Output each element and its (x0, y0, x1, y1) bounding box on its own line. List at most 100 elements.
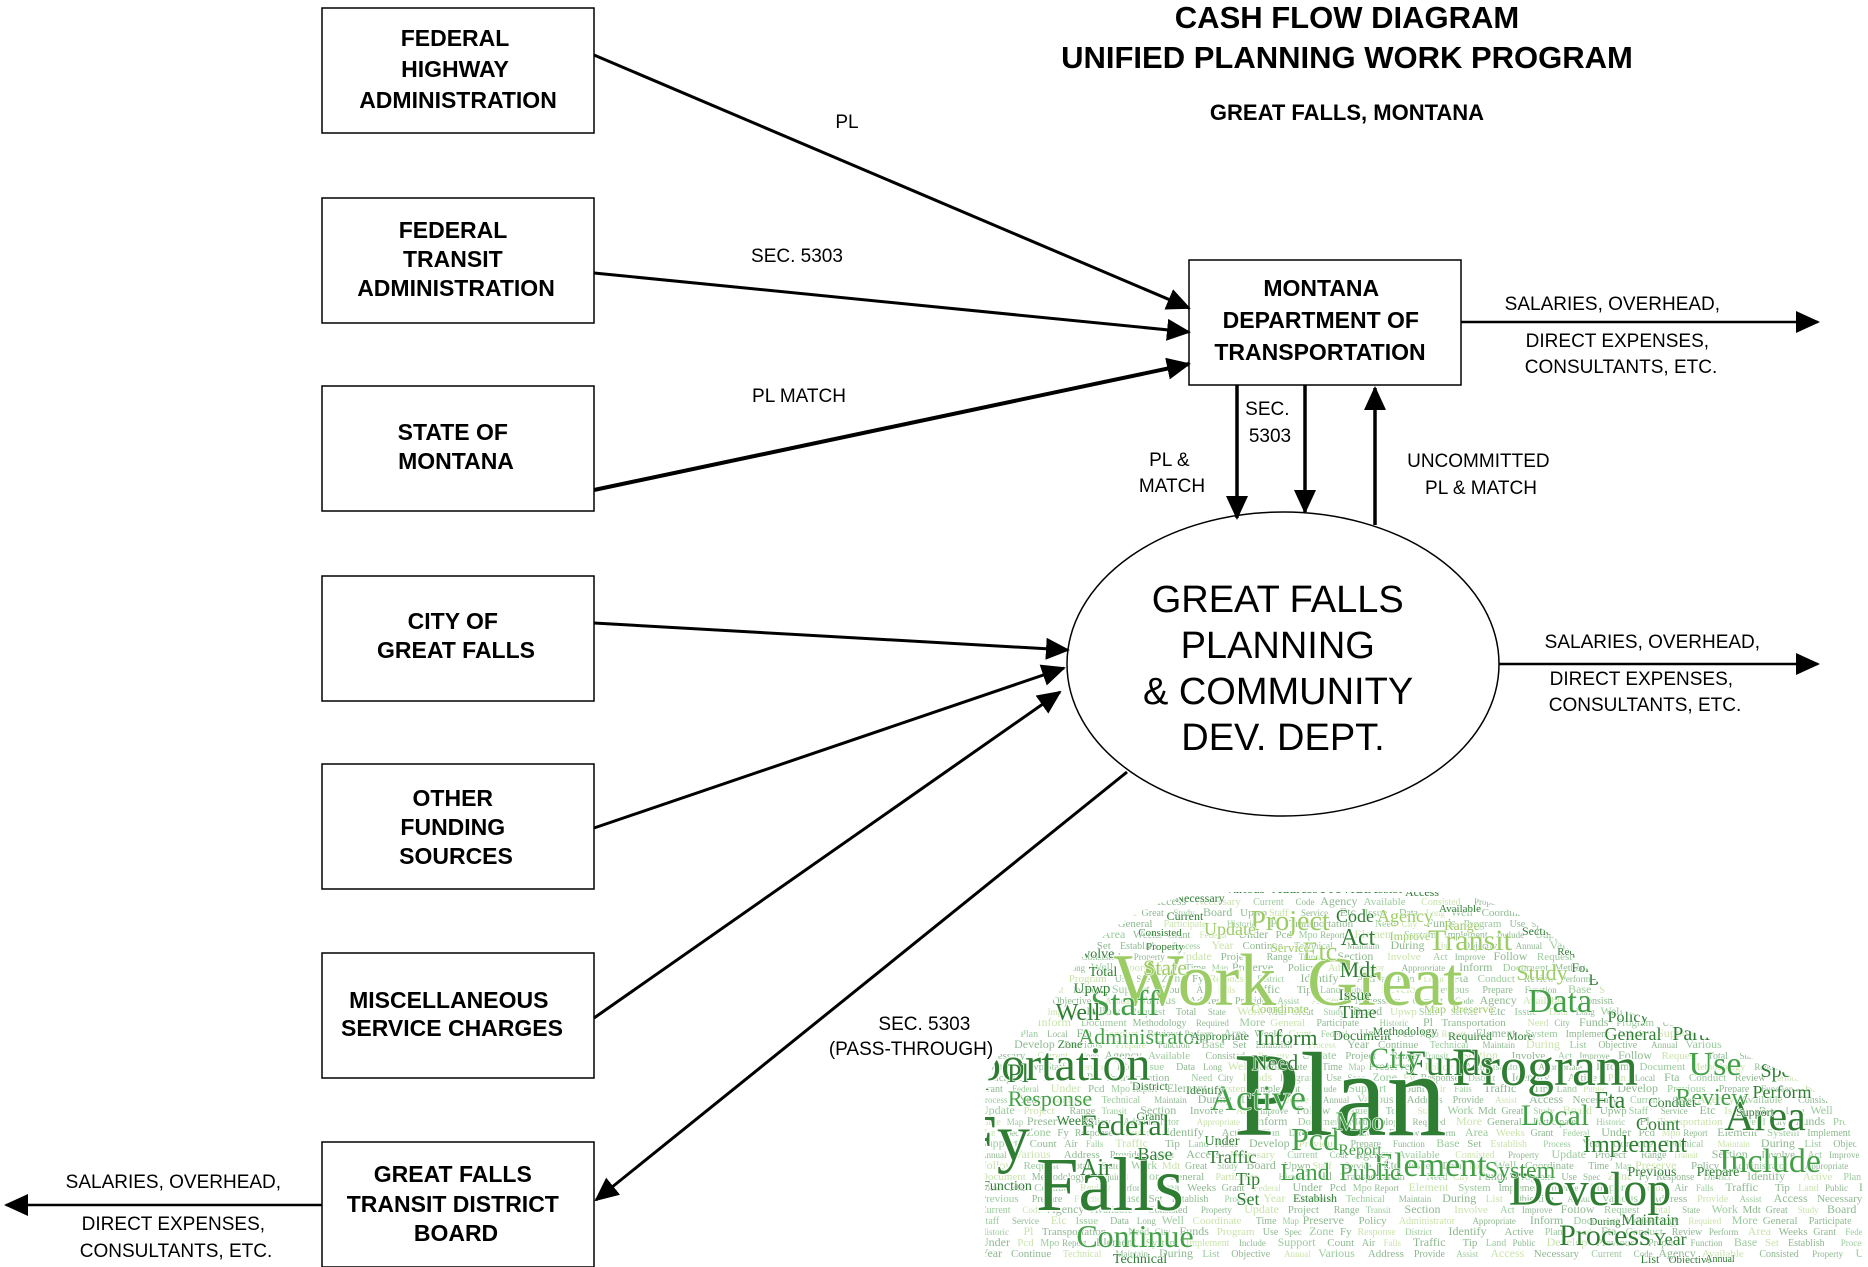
word-cloud-filler-word: Implement (1257, 1084, 1301, 1095)
word-cloud-word: Time (1339, 1002, 1376, 1022)
word-cloud-word: Methodology (1373, 1024, 1438, 1038)
word-cloud-filler-word: Function (1158, 1040, 1191, 1050)
word-cloud-filler-word: Grant (1222, 1183, 1245, 1194)
word-cloud-filler-word: Process (1675, 985, 1703, 995)
word-cloud-filler-word: Section (1712, 1147, 1748, 1161)
word-cloud-word: Prepare (1697, 1165, 1740, 1180)
word-cloud-word: Active (1210, 1078, 1306, 1118)
word-cloud-word: Participate (1672, 1023, 1758, 1045)
word-cloud-word: System (1485, 1158, 1556, 1184)
word-cloud-filler-word: Support (980, 1136, 1019, 1150)
word-cloud-word: Traffic (1208, 1147, 1257, 1167)
label-pass-through: (PASS-THROUGH) (829, 1039, 993, 1060)
box-line: BOARD (414, 1220, 498, 1246)
word-cloud-filler-word: Prepare (980, 941, 1011, 952)
word-cloud-filler-word: City (1453, 1172, 1469, 1182)
word-cloud-filler-word: Improve (1795, 897, 1826, 907)
label-uncommitted: PL & MATCH (1425, 478, 1537, 499)
word-cloud-filler-word: Project (1023, 1105, 1054, 1117)
word-cloud-filler-word: Traffic (1725, 1180, 1758, 1194)
box-line: OTHER (413, 785, 494, 811)
box-line: ADMINISTRATION (359, 87, 557, 113)
word-cloud-filler-word: Mdt (1742, 1204, 1760, 1216)
word-cloud-filler-word: Necessary (1573, 1094, 1619, 1106)
word-cloud-filler-word: Previous (1596, 1237, 1635, 1249)
word-cloud-filler-word: Pcd (1773, 973, 1790, 985)
word-cloud-filler-word: General (1487, 1116, 1522, 1128)
word-cloud-filler-word: Traffic (1671, 927, 1704, 941)
word-cloud-filler-word: Support (1112, 982, 1151, 996)
word-cloud-filler-word: Map (1212, 963, 1229, 973)
word-cloud-filler-word: More (1661, 960, 1687, 974)
word-cloud-filler-word: Plan (1608, 1073, 1626, 1084)
word-cloud-filler-word: During (1442, 1191, 1476, 1205)
word-cloud-filler-word: Tip (1721, 929, 1736, 941)
word-cloud-filler-word: Update (1517, 894, 1552, 908)
box-line: HIGHWAY (401, 56, 508, 82)
word-cloud-filler-word: Request (1023, 1160, 1058, 1172)
word-cloud-word: General (1605, 1024, 1662, 1044)
word-cloud-filler-word: Involve (980, 1006, 1014, 1018)
word-cloud-filler-word: Previous (1855, 929, 1868, 941)
word-cloud-filler-word: Access (1311, 993, 1345, 1007)
word-cloud-filler-word: Work (1447, 1103, 1473, 1117)
word-cloud-filler-word: Available (1023, 951, 1065, 963)
word-cloud-filler-word: Great (1185, 1161, 1207, 1172)
word-cloud-filler-word: Act (1500, 1205, 1515, 1216)
word-cloud-filler-word: Maintain (1154, 1095, 1187, 1105)
word-cloud-filler-word: System (1216, 1083, 1249, 1095)
word-cloud-filler-word: Under (1238, 927, 1268, 941)
word-cloud-filler-word: Fta (1318, 1125, 1334, 1139)
word-cloud-filler-word: Project (1221, 951, 1252, 963)
output-label-transit: CONSULTANTS, ETC. (80, 1241, 272, 1262)
word-cloud-filler-word: Year (1347, 1037, 1369, 1051)
word-cloud-filler-word: Technical (1797, 985, 1836, 996)
label-sec-5303-split: 5303 (1249, 426, 1291, 447)
word-cloud-filler-word: Fy (1587, 918, 1599, 930)
word-cloud-filler-word: Plan (1020, 1029, 1038, 1040)
word-cloud-filler-word: Function (1074, 1194, 1107, 1204)
word-cloud-filler-word: Count (1586, 929, 1613, 941)
word-cloud-filler-word: General (1763, 1215, 1798, 1227)
word-cloud-filler-word: Section (1678, 894, 1714, 908)
word-cloud-filler-word: Etc (1700, 1103, 1716, 1117)
word-cloud-filler-word: Administrator (1731, 1161, 1788, 1172)
word-cloud-filler-word: Area (1748, 1224, 1772, 1238)
word-cloud-filler-word: Data (1759, 1106, 1778, 1117)
word-cloud-filler-word: Air (1741, 1029, 1755, 1040)
word-cloud-filler-word: Appropriate (980, 1018, 1023, 1028)
svg-text:UNCOMMITTED PL & MATCH: UNCOMMITTED PL & MATCH (1407, 451, 1555, 499)
word-cloud-filler-word: Zone (1372, 1070, 1397, 1084)
word-cloud-filler-word: City (1771, 1117, 1787, 1127)
word-cloud-filler-word: Include (1860, 1128, 1868, 1138)
word-cloud-word: Support (1736, 1105, 1775, 1119)
word-cloud-filler-word: Address (1368, 1248, 1404, 1260)
word-cloud-filler-word: Weeks (1133, 929, 1162, 941)
word-cloud-filler-word: Range (1069, 1106, 1095, 1117)
word-cloud-filler-word: Falls (1454, 1084, 1472, 1094)
word-cloud-filler-word: Section (1462, 1048, 1498, 1062)
word-cloud-filler-word: Element (1354, 927, 1395, 941)
word-cloud-filler-word: Provide (1453, 1095, 1485, 1106)
word-cloud-filler-word: Great (1766, 1205, 1788, 1216)
word-cloud-filler-word: Perform (1063, 930, 1093, 940)
box-line: STATE OF (398, 419, 508, 445)
word-cloud-filler-word: Range (1267, 952, 1293, 963)
word-cloud-filler-word: Agency (1658, 1246, 1695, 1260)
word-cloud-filler-word: Process (1225, 1194, 1253, 1204)
word-cloud-filler-word: Public (1583, 1084, 1606, 1094)
word-cloud-filler-word: Year (1212, 938, 1234, 952)
word-cloud-word: Section (1522, 924, 1558, 938)
word-cloud-filler-word: Develop (1805, 927, 1846, 941)
word-cloud-filler-word: Public (1513, 1238, 1536, 1248)
box-line: FEDERAL (401, 25, 510, 51)
word-cloud-filler-word: Spec (1684, 1018, 1702, 1028)
arrow-fhwa-to-mdt (593, 53, 1191, 310)
word-cloud-filler-word: Document (1081, 1017, 1127, 1029)
word-cloud-filler-word: Air (1362, 1238, 1376, 1249)
word-cloud-filler-word: Prepare (1482, 985, 1513, 996)
word-cloud-filler-word: Review (1026, 930, 1057, 941)
word-cloud-filler-word: Tip (1775, 1182, 1790, 1194)
word-cloud-word: Maintain (1621, 1212, 1679, 1229)
word-cloud-filler-word: Active (1222, 1127, 1251, 1139)
